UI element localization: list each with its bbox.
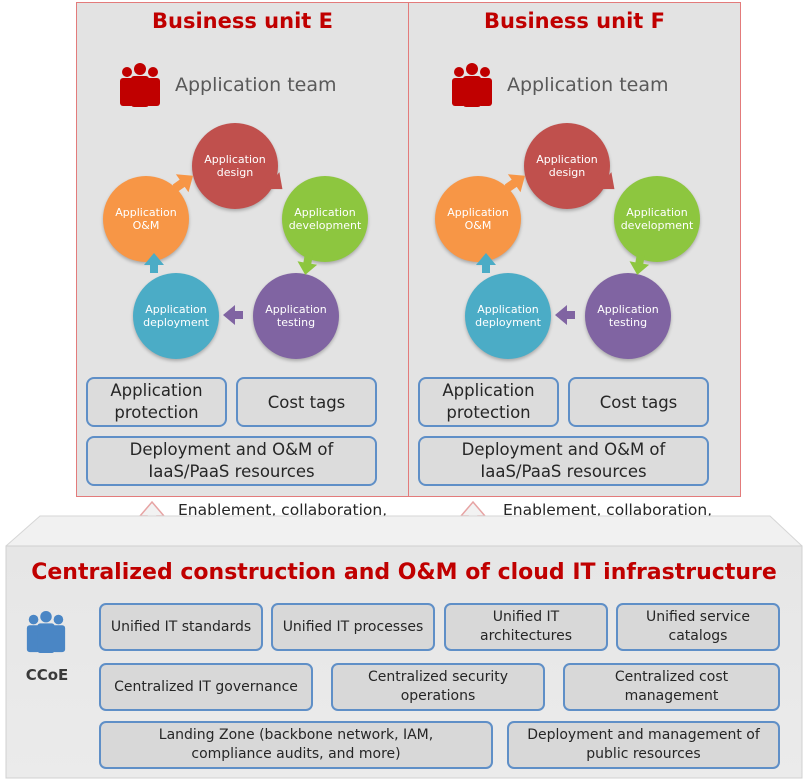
- public-resources: Deployment and management of public reso…: [507, 721, 780, 769]
- arrow-testing-to-deployment: [555, 305, 575, 325]
- arrow-deployment-to-om: [476, 253, 496, 273]
- application-protection-box: Application protection: [86, 377, 227, 427]
- team-label: Application team: [507, 74, 669, 96]
- centralized-cost-management: Centralized cost management: [563, 663, 780, 711]
- centralized-security-operations: Centralized security operations: [331, 663, 545, 711]
- arrow-development-to-testing: [629, 255, 649, 275]
- cost-tags-box: Cost tags: [236, 377, 377, 427]
- team-people-icon: [120, 63, 160, 107]
- business-unit-f: Business unit F Application team Applica…: [408, 2, 741, 497]
- unified-it-processes: Unified IT processes: [271, 603, 435, 651]
- cycle-development: Application development: [282, 176, 368, 262]
- landing-zone: Landing Zone (backbone network, IAM, com…: [99, 721, 493, 769]
- unit-title: Business unit E: [152, 9, 333, 33]
- unified-it-architectures: Unified IT architectures: [444, 603, 608, 651]
- deployment-om-box: Deployment and O&M of IaaS/PaaS resource…: [86, 436, 377, 486]
- unit-title: Business unit F: [484, 9, 665, 33]
- cycle-testing: Application testing: [253, 273, 339, 359]
- ccoe-label: CCoE: [25, 666, 69, 684]
- cost-tags-box: Cost tags: [568, 377, 709, 427]
- team-label: Application team: [175, 74, 337, 96]
- arrow-om-to-design: [505, 174, 526, 193]
- cycle-design: Application design: [524, 123, 610, 209]
- arrow-design-to-development: [263, 171, 283, 190]
- arrow-testing-to-deployment: [223, 305, 243, 325]
- cycle-development: Application development: [614, 176, 700, 262]
- central-title: Centralized construction and O&M of clou…: [31, 560, 777, 585]
- deployment-om-box: Deployment and O&M of IaaS/PaaS resource…: [418, 436, 709, 486]
- business-unit-e: Business unit E Application team Applica…: [76, 2, 409, 497]
- cycle-deployment: Application deployment: [133, 273, 219, 359]
- application-team: Application team: [449, 61, 669, 109]
- application-protection-box: Application protection: [418, 377, 559, 427]
- unified-service-catalogs: Unified service catalogs: [616, 603, 780, 651]
- ccoe-people-icon: [26, 610, 66, 654]
- cycle-om: Application O&M: [435, 176, 521, 262]
- arrow-design-to-development: [595, 171, 615, 190]
- cycle-testing: Application testing: [585, 273, 671, 359]
- centralized-it-governance: Centralized IT governance: [99, 663, 313, 711]
- unified-it-standards: Unified IT standards: [99, 603, 263, 651]
- cycle-om: Application O&M: [103, 176, 189, 262]
- cycle-design: Application design: [192, 123, 278, 209]
- arrow-deployment-to-om: [144, 253, 164, 273]
- team-people-icon: [452, 63, 492, 107]
- arrow-om-to-design: [173, 174, 194, 193]
- application-team: Application team: [117, 61, 337, 109]
- cycle-deployment: Application deployment: [465, 273, 551, 359]
- arrow-development-to-testing: [297, 255, 317, 275]
